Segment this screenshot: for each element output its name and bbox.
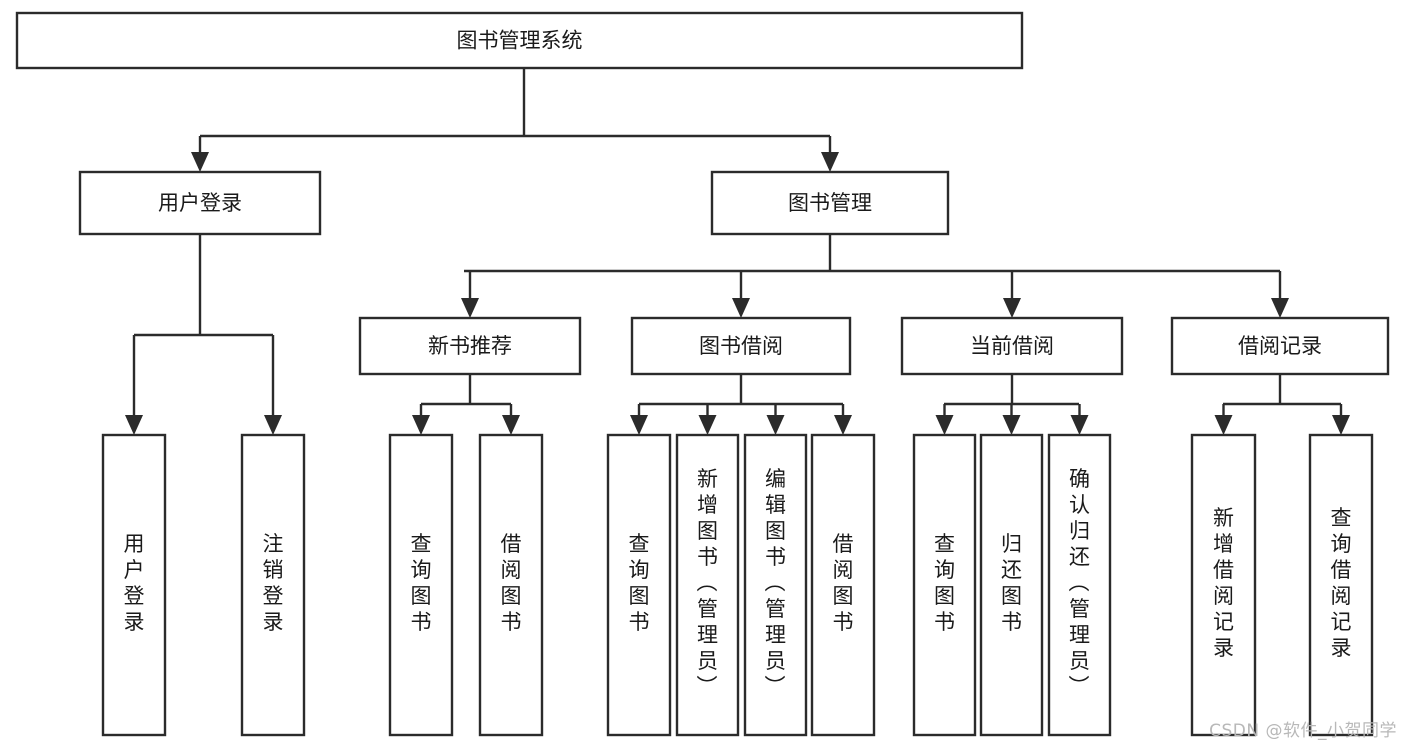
- arrow-head-icon: [125, 415, 143, 435]
- node-box: [900, 316, 1124, 376]
- node-label: 查询图书: [629, 532, 650, 634]
- arrow-head-icon: [1214, 415, 1233, 435]
- arrow-head-icon: [191, 152, 209, 172]
- node-box: [240, 433, 306, 737]
- arrow-head-icon: [834, 415, 852, 435]
- node-root-图书管理系统-0[interactable]: 图书管理系统: [15, 11, 1024, 70]
- node-label: 确认归还︵管理员︶: [1069, 467, 1091, 699]
- node-leaf-用户登录-0[interactable]: 用户登录: [101, 433, 167, 737]
- node-box: [358, 316, 582, 376]
- node-box: [1190, 433, 1257, 737]
- node-box: [388, 433, 454, 737]
- arrow-head-icon: [732, 298, 750, 318]
- node-label: 图书管理系统: [457, 29, 583, 53]
- node-box: [1170, 316, 1390, 376]
- node-leaf-查询图书-2[interactable]: 查询图书: [388, 433, 454, 737]
- node-label: 编辑图书︵管理员︶: [765, 467, 787, 699]
- node-box: [15, 11, 1024, 70]
- node-box: [101, 433, 167, 737]
- connector-layer: [125, 68, 1350, 435]
- node-leaf-借阅图书-3[interactable]: 借阅图书: [478, 433, 544, 737]
- node-label: 借阅图书: [833, 532, 854, 634]
- node-label: 查询图书: [411, 532, 432, 634]
- arrow-head-icon: [766, 415, 785, 435]
- node-leaf-归还图书-9[interactable]: 归还图书: [979, 433, 1044, 737]
- node-leaf-借阅图书-7[interactable]: 借阅图书: [810, 433, 876, 737]
- arrow-head-icon: [502, 415, 520, 435]
- node-box: [478, 433, 544, 737]
- node-level2-当前借阅-2[interactable]: 当前借阅: [900, 316, 1124, 376]
- arrow-head-icon: [1003, 298, 1021, 318]
- arrow-head-icon: [264, 415, 282, 435]
- node-leaf-确认归还管理员-10[interactable]: 确认归还︵管理员︶: [1047, 433, 1112, 737]
- node-level2-借阅记录-3[interactable]: 借阅记录: [1170, 316, 1390, 376]
- node-box: [743, 433, 808, 737]
- node-box: [78, 170, 322, 236]
- arrow-head-icon: [412, 415, 430, 435]
- node-level1-用户登录-0[interactable]: 用户登录: [78, 170, 322, 236]
- node-box: [979, 433, 1044, 737]
- node-box: [606, 433, 672, 737]
- node-label: 新增图书︵管理员︶: [697, 467, 719, 699]
- node-label: 用户登录: [124, 532, 145, 634]
- connector-borrow-to-leaves: [630, 374, 852, 435]
- arrow-head-icon: [1332, 415, 1350, 435]
- node-leaf-查询图书-4[interactable]: 查询图书: [606, 433, 672, 737]
- arrow-head-icon: [461, 298, 479, 318]
- connector-bookmgmt-to-level2: [461, 234, 1289, 318]
- node-box: [675, 433, 740, 737]
- node-label: 当前借阅: [970, 334, 1054, 358]
- connector-newbook-to-leaves: [412, 374, 520, 435]
- arrow-head-icon: [1271, 298, 1289, 318]
- node-level1-图书管理-1[interactable]: 图书管理: [710, 170, 950, 236]
- connector-record-to-leaves: [1214, 374, 1350, 435]
- node-level2-图书借阅-1[interactable]: 图书借阅: [630, 316, 852, 376]
- node-label: 新书推荐: [428, 334, 512, 358]
- arrow-head-icon: [698, 415, 717, 435]
- node-leaf-注销登录-1[interactable]: 注销登录: [240, 433, 306, 737]
- arrow-head-icon: [935, 415, 954, 435]
- csdn-watermark: CSDN @软件_小贺同学: [1209, 721, 1397, 741]
- arrow-head-icon: [1002, 415, 1021, 435]
- node-box: [810, 433, 876, 737]
- node-label: 注销登录: [263, 532, 284, 634]
- node-layer: 用户登录图书管理新书推荐图书借阅当前借阅借阅记录用户登录注销登录查询图书借阅图书…: [15, 11, 1390, 737]
- node-label: 借阅图书: [501, 532, 522, 634]
- node-label: 借阅记录: [1238, 334, 1322, 358]
- node-leaf-新增图书管理员-5[interactable]: 新增图书︵管理员︶: [675, 433, 740, 737]
- connector-root-to-level1: [191, 68, 839, 172]
- node-leaf-编辑图书管理员-6[interactable]: 编辑图书︵管理员︶: [743, 433, 808, 737]
- node-box: [710, 170, 950, 236]
- arrow-head-icon: [821, 152, 839, 172]
- node-leaf-查询图书-8[interactable]: 查询图书: [912, 433, 977, 737]
- node-box: [1047, 433, 1112, 737]
- arrow-head-icon: [630, 415, 648, 435]
- arrow-head-icon: [1070, 415, 1089, 435]
- node-level2-新书推荐-0[interactable]: 新书推荐: [358, 316, 582, 376]
- node-label: 归还图书: [1001, 532, 1022, 634]
- node-label: 新增借阅记录: [1213, 506, 1234, 660]
- node-label: 用户登录: [158, 191, 242, 215]
- node-box: [630, 316, 852, 376]
- node-label: 图书借阅: [699, 334, 783, 358]
- node-label: 查询图书: [934, 532, 955, 634]
- node-box: [912, 433, 977, 737]
- connector-current-to-leaves: [935, 374, 1089, 435]
- connector-login-to-leaves: [125, 234, 282, 435]
- node-label: 查询借阅记录: [1331, 506, 1352, 660]
- node-leaf-查询借阅记录-12[interactable]: 查询借阅记录: [1308, 433, 1374, 737]
- node-box: [1308, 433, 1374, 737]
- node-label: 图书管理: [788, 191, 872, 215]
- node-leaf-新增借阅记录-11[interactable]: 新增借阅记录: [1190, 433, 1257, 737]
